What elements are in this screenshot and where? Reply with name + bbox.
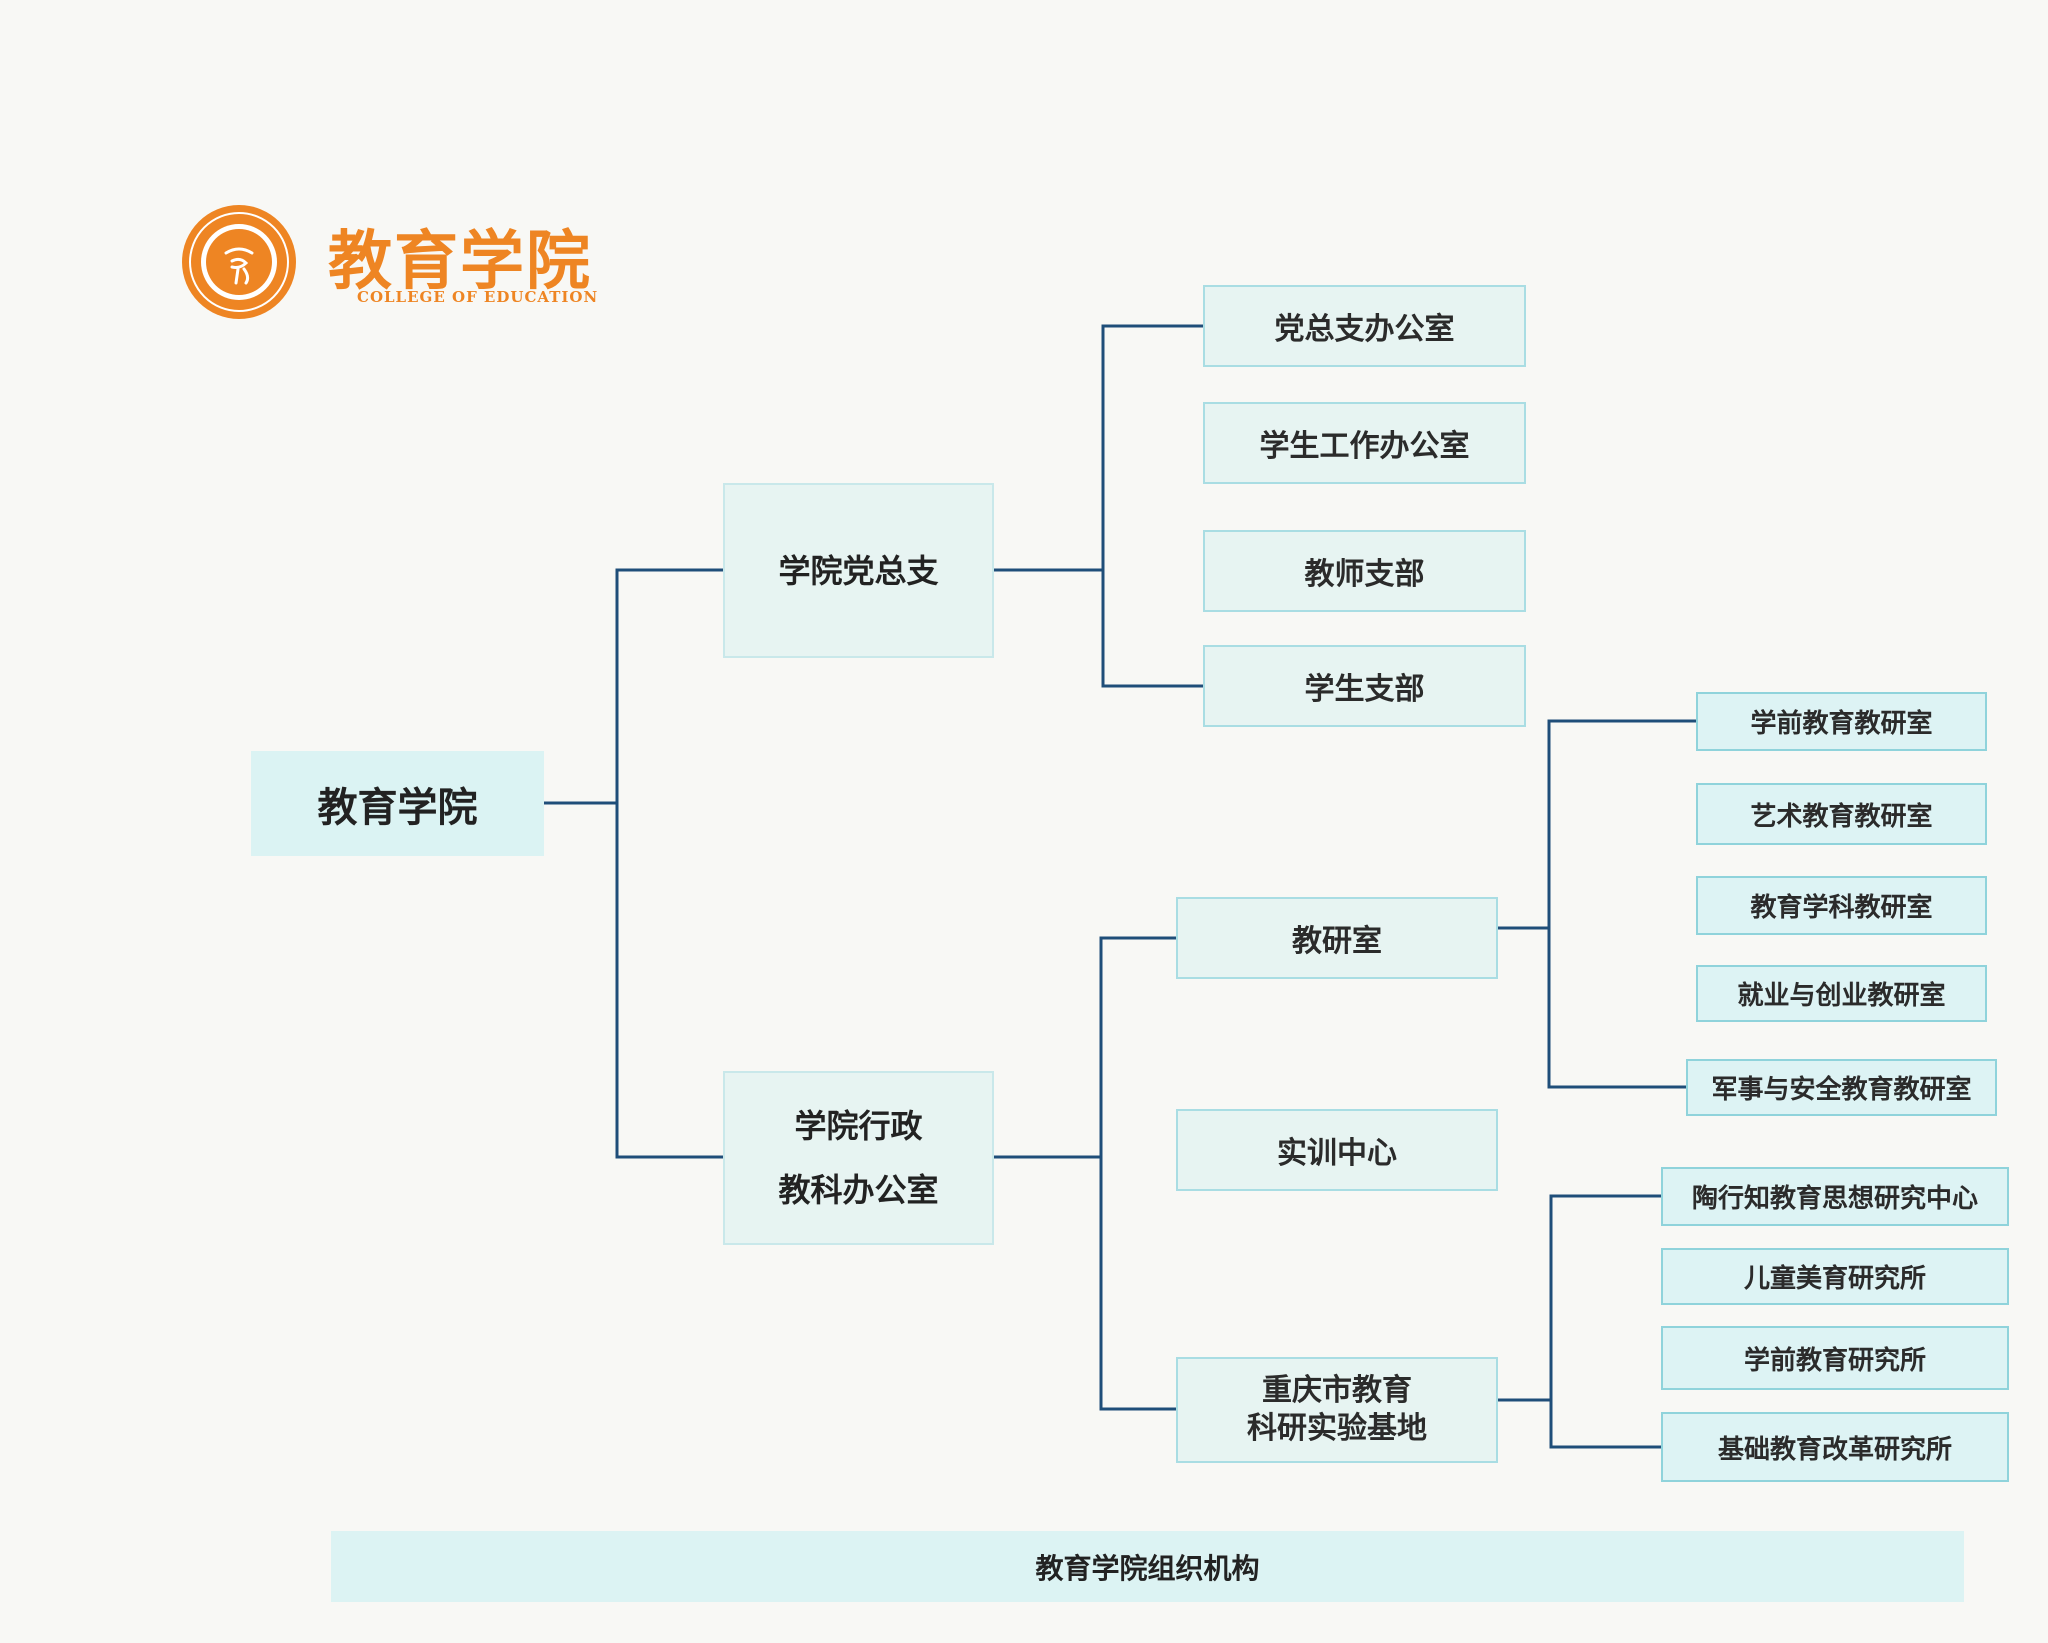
teaching-room-node: 学前教育教研室: [1696, 692, 1987, 751]
college-seal-logo: [182, 205, 296, 319]
admin-office-node: 学院行政 教科办公室: [723, 1071, 994, 1245]
teaching-room-label: 军事与安全教育教研室: [1711, 1075, 1972, 1105]
teaching-room-label: 学前教育教研室: [1750, 709, 1933, 739]
research-base-node: 重庆市教育 科研实验基地: [1176, 1357, 1498, 1463]
footer-caption-bar: 教育学院组织机构: [331, 1531, 1964, 1602]
teaching-research-label: 教研室: [1292, 924, 1382, 959]
teaching-room-node: 教育学科教研室: [1696, 876, 1987, 935]
research-base-label-line2: 科研实验基地: [1247, 1411, 1427, 1446]
logo-title: 教育学院: [328, 224, 592, 299]
party-child-label: 学生工作办公室: [1259, 429, 1470, 464]
admin-office-label-line1: 学院行政: [794, 1107, 923, 1145]
teaching-room-label: 教育学科教研室: [1750, 893, 1933, 923]
teaching-room-node: 艺术教育教研室: [1696, 783, 1987, 845]
party-branch-node: 学院党总支: [723, 483, 994, 658]
logo-subtitle: COLLEGE OF EDUCATION: [357, 288, 599, 306]
research-institute-node: 陶行知教育思想研究中心: [1661, 1167, 2009, 1226]
teaching-research-node: 教研室: [1176, 897, 1498, 979]
research-institute-node: 儿童美育研究所: [1661, 1248, 2009, 1305]
party-child-node: 学生工作办公室: [1203, 402, 1526, 484]
party-child-label: 党总支办公室: [1274, 312, 1455, 347]
teaching-room-label: 艺术教育教研室: [1750, 801, 1933, 832]
footer-caption: 教育学院组织机构: [1035, 1551, 1260, 1585]
root-node: 教育学院: [251, 751, 544, 856]
research-institute-node: 基础教育改革研究所: [1661, 1412, 2009, 1482]
research-institute-label: 学前教育研究所: [1743, 1345, 1926, 1376]
root-label: 教育学院: [317, 784, 478, 831]
teaching-room-node: 军事与安全教育教研室: [1686, 1059, 1997, 1116]
research-institute-label: 儿童美育研究所: [1743, 1264, 1926, 1294]
party-child-label: 学生支部: [1304, 672, 1425, 707]
party-branch-label: 学院党总支: [778, 551, 939, 590]
research-institute-label: 基础教育改革研究所: [1717, 1434, 1952, 1465]
party-child-node: 学生支部: [1203, 645, 1526, 727]
research-institute-node: 学前教育研究所: [1661, 1326, 2009, 1390]
research-institute-label: 陶行知教育思想研究中心: [1691, 1184, 1978, 1214]
training-center-node: 实训中心: [1176, 1109, 1498, 1191]
party-child-label: 教师支部: [1304, 557, 1425, 592]
research-base-label-line1: 重庆市教育: [1262, 1373, 1412, 1408]
party-child-node: 党总支办公室: [1203, 285, 1526, 367]
training-center-label: 实训中心: [1277, 1136, 1397, 1171]
teaching-room-node: 就业与创业教研室: [1696, 965, 1987, 1022]
party-child-node: 教师支部: [1203, 530, 1526, 612]
admin-office-label-line2: 教科办公室: [778, 1171, 939, 1209]
teaching-room-label: 就业与创业教研室: [1737, 981, 1946, 1011]
